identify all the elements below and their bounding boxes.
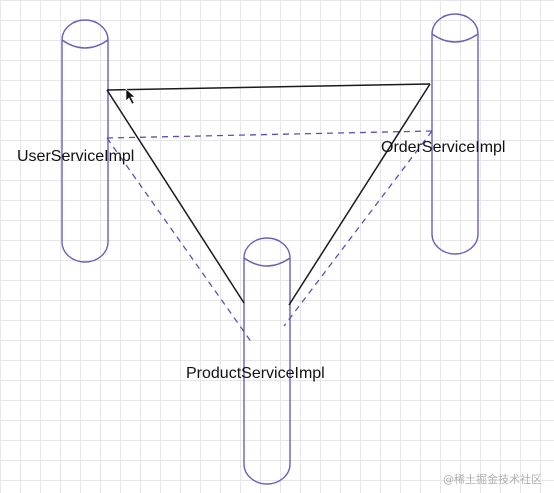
dashed-edge-user-product (106, 137, 253, 344)
solid-edge-order-product (288, 83, 431, 306)
cylinder-body (431, 13, 479, 255)
user-service-cylinder[interactable] (61, 19, 109, 263)
watermark: @稀土掘金技术社区 (443, 473, 542, 486)
product-service-cylinder[interactable] (243, 237, 291, 485)
product-service-label: ProductServiceImpl (186, 365, 325, 382)
mouse-cursor-icon (125, 88, 136, 105)
solid-edge-user-order (106, 83, 431, 91)
cylinder-rim (431, 33, 479, 43)
order-service-label: OrderServiceImpl (381, 139, 506, 156)
cylinder-rim (243, 257, 291, 267)
dashed-edge-order-product (283, 130, 433, 327)
user-service-label: UserServiceImpl (17, 148, 135, 165)
solid-edge-user-product (106, 89, 245, 304)
dashed-edge-user-order (106, 130, 433, 139)
dashed-triangle (106, 130, 433, 344)
cursor-arrow (125, 88, 136, 105)
cylinder-body (243, 237, 291, 485)
cylinder-body (61, 19, 109, 263)
cylinder-rim (61, 39, 109, 49)
solid-triangle (106, 83, 431, 306)
order-service-cylinder[interactable] (431, 13, 479, 255)
